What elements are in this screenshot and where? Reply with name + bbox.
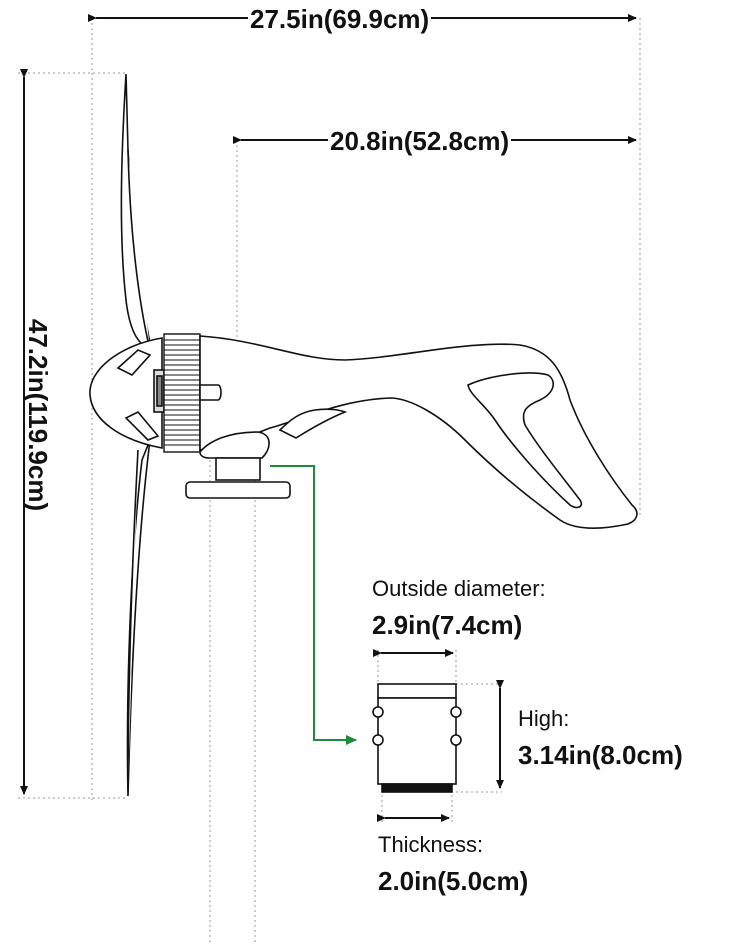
high-value: 3.14in(8.0cm) bbox=[518, 740, 683, 770]
hub-fins bbox=[163, 333, 201, 453]
thickness-label: Thickness: bbox=[378, 832, 484, 857]
turbine-blades bbox=[120, 73, 154, 797]
turbine-body bbox=[199, 335, 638, 529]
outside-diameter-label: Outside diameter: bbox=[372, 576, 546, 601]
reference-lines bbox=[18, 18, 641, 945]
callout-arrow bbox=[270, 465, 357, 745]
tail-length-label: 20.8in(52.8cm) bbox=[328, 126, 512, 156]
yaw-mount bbox=[185, 457, 291, 499]
high-label: High: bbox=[518, 706, 570, 731]
total-height-label: 47.2in(119.9cm) bbox=[23, 313, 53, 517]
total-width-label: 27.5in(69.9cm) bbox=[248, 4, 432, 34]
flange-detail bbox=[372, 683, 462, 793]
thickness-value: 2.0in(5.0cm) bbox=[378, 866, 529, 896]
outside-diameter-value: 2.9in(7.4cm) bbox=[372, 610, 523, 640]
nose-cone bbox=[89, 337, 165, 449]
